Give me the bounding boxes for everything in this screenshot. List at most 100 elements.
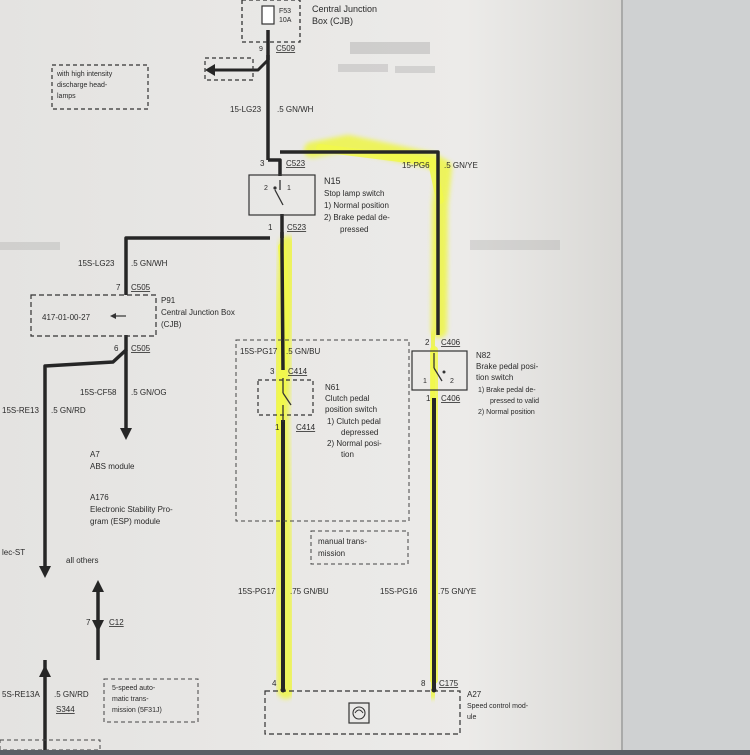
wire-re13-circuit: 15S-RE13 <box>2 406 39 415</box>
a7-name: ABS module <box>90 462 135 471</box>
wire-lines <box>43 30 440 750</box>
p91-conn-bottom: C505 <box>131 344 151 353</box>
wire-pg17-spec: .75 GN/BU <box>290 587 329 596</box>
wire-arrows <box>39 64 215 677</box>
wire-pg17-circuit: 15S-PG17 <box>238 587 276 596</box>
re13a-spec: .5 GN/RD <box>54 690 89 699</box>
n61-pin-top: 3 <box>270 367 275 376</box>
n61-conn-bottom: C414 <box>296 423 316 432</box>
fuse-icon <box>261 5 275 25</box>
n15-name: Stop lamp switch <box>324 189 384 198</box>
n61-name-line1: Clutch pedal <box>325 394 370 403</box>
n15-contact-b: 1 <box>287 185 291 192</box>
wire-lg23-spec: .5 GN/WH <box>277 105 314 114</box>
n15-contact-a: 2 <box>264 185 268 192</box>
wire-cf58-circuit: 15S-CF58 <box>80 388 117 397</box>
n15-stop-lamp-switch: 3 C523 2 1 N15 Stop lamp switch 1) Norma… <box>248 159 390 234</box>
re13a-circuit: 5S-RE13A <box>2 690 40 699</box>
n61-pin-bottom: 1 <box>275 423 280 432</box>
p91-pin-bottom: 6 <box>114 344 119 353</box>
c509-connector: C509 <box>276 44 296 53</box>
n15-conn-top: C523 <box>286 159 306 168</box>
wire-pg16-circuit: 15S-PG16 <box>380 587 418 596</box>
p91-reference: 417-01-00-27 <box>42 313 91 322</box>
a27-speed-control-module: 4 8 C175 A27 Speed control mod- ule <box>264 679 529 735</box>
p91-conn-top: C505 <box>131 283 151 292</box>
a27-pin-right: 8 <box>421 679 426 688</box>
a27-connector: C175 <box>439 679 459 688</box>
wire-pg6-spec: .5 GN/YE <box>444 161 478 170</box>
n61-outer-dashed-box <box>235 339 410 522</box>
n15-option-2b: pressed <box>340 225 368 234</box>
fuse-label: F53 <box>279 8 291 15</box>
n82-code: N82 <box>476 351 491 360</box>
c12-pin: 7 <box>86 618 91 627</box>
n61-option-1b: depressed <box>341 428 378 437</box>
n82-switch-blade <box>433 367 443 382</box>
cjb-name-line2: Box (CJB) <box>312 16 353 26</box>
n82-brake-pedal-position-switch: 2 C406 1 2 N82 Brake pedal posi- tion sw… <box>411 338 539 416</box>
n61-option-2a: 2) Normal posi- <box>327 439 382 448</box>
n15-pin-top: 3 <box>260 159 265 168</box>
n82-conn-top: C406 <box>441 338 461 347</box>
wire-lg23-circuit: 15-LG23 <box>230 105 262 114</box>
n82-name-line1: Brake pedal posi- <box>476 362 539 371</box>
top-cjb-box: F53 10A Central Junction Box (CJB) 9 C50… <box>241 0 377 53</box>
a27-pin-left: 4 <box>272 679 277 688</box>
back-sheet <box>622 0 750 750</box>
wire-15s-lg23-circuit: 15S-LG23 <box>78 259 115 268</box>
n61-option-2b: tion <box>341 450 354 459</box>
junction-dot <box>280 687 286 693</box>
auto-trans-line2: matic trans- <box>112 696 149 703</box>
wire-15s-lg23-spec: .5 GN/WH <box>131 259 168 268</box>
p91-name-line2: (CJB) <box>161 320 182 329</box>
n82-option-1b: pressed to valid <box>490 398 539 405</box>
lec-st-label: lec-ST <box>2 548 25 557</box>
n82-option-1a: 1) Brake pedal de- <box>478 387 536 394</box>
cjb-name-line1: Central Junction <box>312 4 377 14</box>
p91-name-line1: Central Junction Box <box>161 308 235 317</box>
n15-code: N15 <box>324 176 341 186</box>
n82-component-box <box>411 350 468 391</box>
hid-note-line2: discharge head- <box>57 82 108 89</box>
module-symbol-icon <box>348 702 370 724</box>
p91-code: P91 <box>161 296 176 305</box>
n82-conn-bottom: C406 <box>441 394 461 403</box>
fuse-rating: 10A <box>279 17 292 24</box>
abs-arrow <box>120 428 132 440</box>
hid-branch-box <box>204 57 254 81</box>
c509-pin: 9 <box>259 46 263 53</box>
p91-dashed-box <box>30 294 157 337</box>
hid-note-line1: with high intensity <box>56 71 113 78</box>
n61-wire-spec: .5 GN/BU <box>286 347 320 356</box>
n82-option-2: 2) Normal position <box>478 409 535 416</box>
n61-option-1a: 1) Clutch pedal <box>327 417 381 426</box>
hid-note-line3: lamps <box>57 93 76 100</box>
a176-code: A176 <box>90 493 109 502</box>
n15-option-2a: 2) Brake pedal de- <box>324 213 390 222</box>
auto-trans-line3: mission (5F31J) <box>112 707 162 714</box>
n61-conn-top: C414 <box>288 367 308 376</box>
c12-connector: C12 <box>109 618 124 627</box>
hid-note: with high intensity discharge head- lamp… <box>51 64 149 110</box>
junction-dot <box>431 687 437 693</box>
n82-contact-a: 1 <box>423 378 427 385</box>
n15-switch-blade <box>274 189 284 206</box>
auto-trans-box <box>103 678 199 723</box>
n15-option-1: 1) Normal position <box>324 201 389 210</box>
c12-arrow-up <box>92 580 104 592</box>
n82-pin-top: 2 <box>425 338 430 347</box>
wire-pg6-circuit: 15-PG6 <box>402 161 430 170</box>
auto-trans-line1: 5-speed auto- <box>112 685 156 692</box>
wire-pg16-spec: .75 GN/YE <box>438 587 476 596</box>
hid-branch-arrow <box>205 64 215 76</box>
manual-note-line1: manual trans- <box>318 537 367 546</box>
splice-s344: S344 <box>56 705 75 714</box>
n61-name-line2: position switch <box>325 405 377 414</box>
a27-line1: Speed control mod- <box>467 703 529 710</box>
a27-dashed-box <box>264 690 461 735</box>
n15-pin-bottom: 1 <box>268 223 273 232</box>
a176-line1: Electronic Stability Pro- <box>90 505 173 514</box>
